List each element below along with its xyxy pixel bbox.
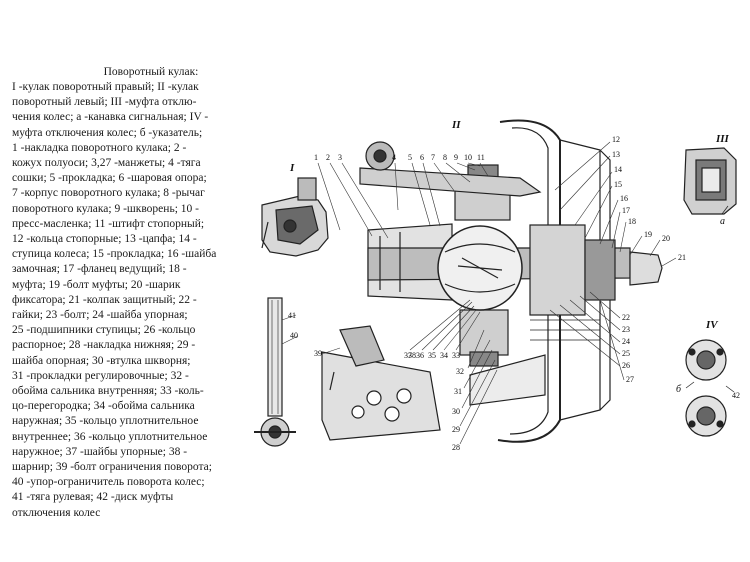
legend-line: поворотного кулака; 9 -шкворень; 10 - [12, 202, 199, 215]
callout-19: 19 [644, 230, 652, 239]
callout-39: 39 [314, 349, 322, 358]
view-iii-label: III [715, 133, 730, 145]
legend-line: цо-перегородка; 34 -обойма сальника [12, 400, 195, 413]
legend-line: шарнир; 39 -болт ограничения поворота; [12, 461, 212, 474]
callout-4: 4 [392, 153, 396, 162]
callout-leaders [317, 141, 677, 445]
callout-31: 31 [454, 387, 462, 396]
legend-line: 7 -корпус поворотного кулака; 8 -рычаг [12, 187, 205, 200]
view-i-label: I [289, 162, 295, 174]
legend-line: гайки; 23 -болт; 24 -шайба упорная; [12, 309, 188, 322]
callout-21: 21 [678, 253, 686, 262]
callout-8: 8 [443, 153, 447, 162]
legend-line: муфта отключения колес; б -указатель; [12, 126, 203, 139]
callout-11: 11 [477, 153, 485, 162]
view-ii-label: II [451, 119, 461, 131]
callout-leaders-left [281, 314, 341, 355]
legend-line: внутреннее; 36 -кольцо уплотнительное [12, 430, 208, 443]
callout-16: 16 [620, 194, 628, 203]
callouts-top: 1 2 3 4 5 6 7 8 9 10 11 [314, 153, 485, 162]
callout-20: 20 [662, 234, 670, 243]
legend-line: наружная; 35 -кольцо уплотнительное [12, 415, 199, 428]
legend-line: 31 -прокладки регулировочные; 32 - [12, 369, 189, 382]
legend-line: 1 -накладка поворотного кулака; 2 - [12, 141, 187, 154]
callout-37: 37 [404, 351, 412, 360]
legend-line: 12 -кольца стопорные; 13 -цапфа; 14 - [12, 233, 197, 246]
callout-9: 9 [454, 153, 458, 162]
callout-7: 7 [431, 153, 435, 162]
callout-28: 28 [452, 443, 460, 452]
callout-27: 27 [626, 375, 634, 384]
callout-26: 26 [622, 361, 630, 370]
callouts-right: 12 13 14 15 16 17 18 19 20 21 [612, 135, 686, 262]
groove-label-a: а [720, 216, 725, 227]
caption-title: Поворотный кулак: [103, 66, 199, 78]
callout-23: 23 [622, 325, 630, 334]
view-iii-clutch [683, 147, 737, 215]
callout-34: 34 [440, 351, 448, 360]
callout-33: 33 [452, 351, 460, 360]
legend-line: фиксатора; 21 -колпак защитный; 22 - [12, 293, 197, 306]
legend-line: кожух полуоси; 3,27 -манжеты; 4 -тяга [12, 157, 201, 170]
callout-14: 14 [614, 165, 622, 174]
legend-line: 25 -подшипники ступицы; 26 -кольцо [12, 324, 196, 337]
view-iv-label: IV [705, 319, 719, 331]
view-iv-discs [685, 339, 735, 437]
legend-line: поворотный левый; III -муфта отклю- [12, 96, 197, 109]
callout-24: 24 [622, 337, 630, 346]
callout-18: 18 [628, 217, 636, 226]
callout-6: 6 [420, 153, 424, 162]
callout-13: 13 [612, 150, 620, 159]
callout-30: 30 [452, 407, 460, 416]
caption-legend: I -кулак поворотный правый; II -кулак по… [12, 80, 290, 521]
legend-line: сошки; 5 -прокладка; 6 -шаровая опора; [12, 172, 207, 185]
callout-22: 22 [622, 313, 630, 322]
callout-25: 25 [622, 349, 630, 358]
steering-rod-drawing [254, 297, 441, 447]
legend-line: наружное; 37 -шайбы упорные; 38 - [12, 445, 188, 458]
callout-38: 38 [408, 351, 416, 360]
callout-12: 12 [612, 135, 620, 144]
legend-line: 41 -тяга рулевая; 42 -диск муфты [12, 491, 174, 504]
legend-line: шайба опорная; 30 -втулка шкворня; [12, 354, 191, 367]
legend-line: муфта; 19 -болт муфты; 20 -шарик [12, 278, 181, 291]
callout-17: 17 [622, 206, 630, 215]
legend-line: ступица колеса; 15 -прокладка; 16 -шайба [12, 248, 217, 261]
callout-32: 32 [456, 367, 464, 376]
callout-29: 29 [452, 425, 460, 434]
legend-line: обойма сальника внутренняя; 33 -коль- [12, 385, 204, 398]
callout-40: 40 [290, 331, 298, 340]
legend-line: распорное; 28 -накладка нижняя; 29 - [12, 339, 196, 352]
legend-line: отключения колес [12, 506, 101, 519]
legend-line: пресс-масленка; 11 -штифт стопорный; [12, 217, 205, 230]
legend-line: чения колес; а -канавка сигнальная; IV - [12, 111, 209, 124]
callout-36: 36 [416, 351, 424, 360]
view-i-knuckle [261, 177, 329, 257]
callouts-bottom: 37 36 35 34 33 32 31 30 29 28 [404, 351, 464, 452]
callout-35: 35 [428, 351, 436, 360]
legend-line: I -кулак поворотный правый; II -кулак [12, 81, 199, 93]
view-ii-assembly [359, 119, 663, 443]
callout-2: 2 [326, 153, 330, 162]
callout-42: 42 [732, 391, 740, 400]
callout-1: 1 [314, 153, 318, 162]
callout-15: 15 [614, 180, 622, 189]
legend-line: 40 -упор-ограничитель поворота колес; [12, 476, 205, 489]
legend-line: замочная; 17 -фланец ведущий; 18 - [12, 263, 187, 276]
callout-3: 3 [338, 153, 342, 162]
callout-5: 5 [408, 153, 412, 162]
callouts-right-low: 22 23 24 25 26 27 [622, 313, 634, 384]
callout-41: 41 [288, 311, 296, 320]
indicator-label-b: б [676, 384, 682, 395]
callouts-left: 41 40 39 38 [288, 311, 416, 360]
callout-10: 10 [464, 153, 472, 162]
